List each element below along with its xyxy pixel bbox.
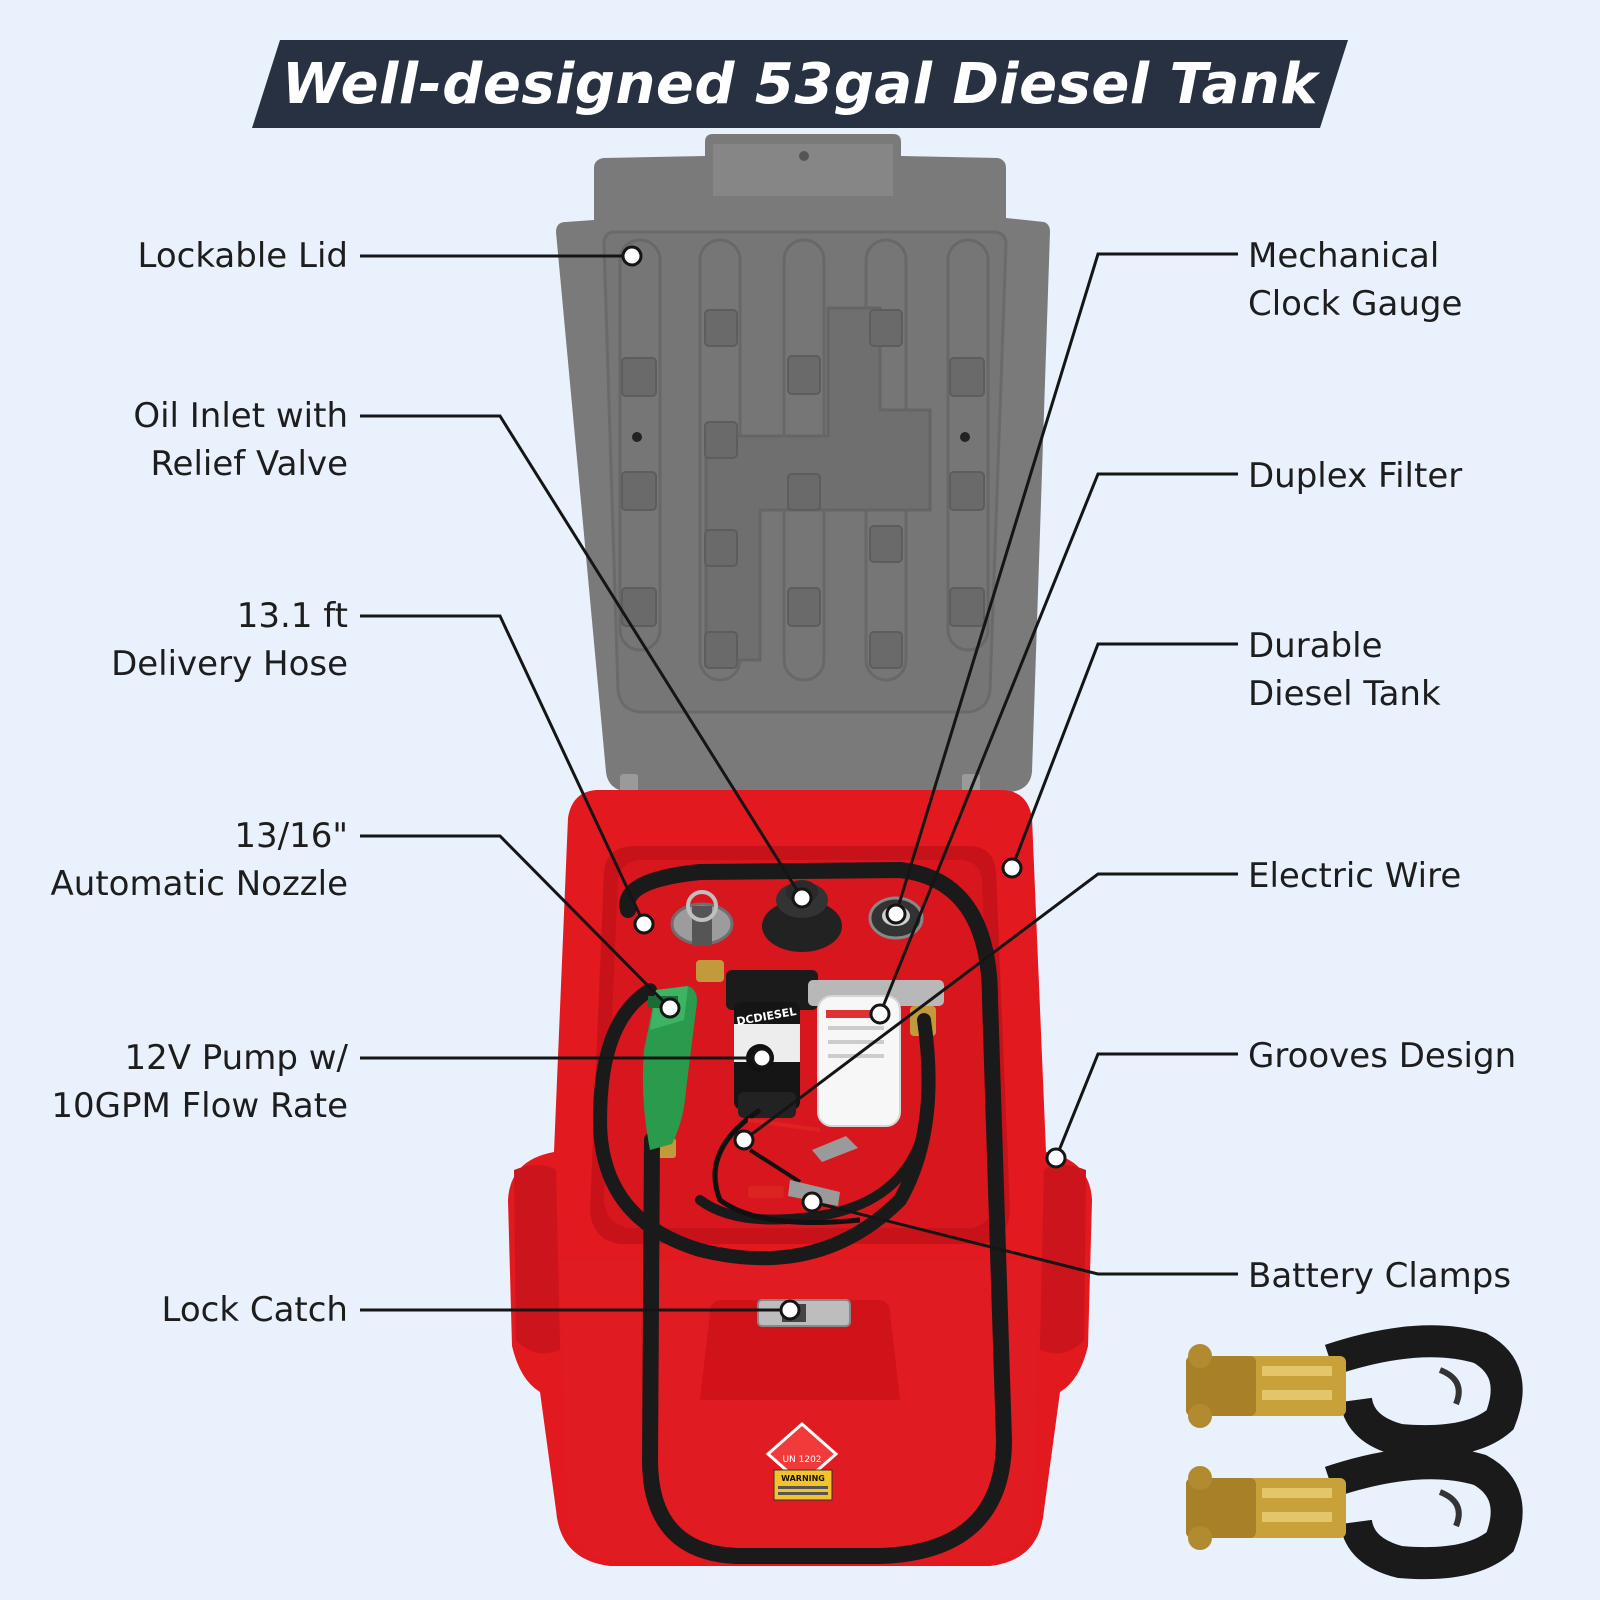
leader-battery-clamps — [811, 1200, 1238, 1276]
banner-background — [252, 40, 1348, 128]
ratchet-straps-graphic — [1186, 1325, 1523, 1580]
label-pump: 12V Pump w/ 10GPM Flow Rate — [51, 1038, 348, 1126]
label-grooves: Grooves Design — [1248, 1036, 1517, 1076]
label-durable-tank: Durable Diesel Tank — [1248, 626, 1441, 714]
lid-graphic — [556, 134, 1050, 820]
label-delivery-hose: 13.1 ft Delivery Hose — [111, 596, 348, 684]
warning-label: WARNING — [781, 1474, 825, 1483]
label-battery-clamps: Battery Clamps — [1248, 1256, 1512, 1296]
dot-pump — [751, 1047, 773, 1069]
dot-battery-clamps — [801, 1191, 823, 1213]
pump-graphic: DCDIESEL — [726, 970, 818, 1118]
leader-dots — [621, 245, 1067, 1321]
label-electric-wire: Electric Wire — [1248, 856, 1462, 896]
leader-nozzle — [360, 834, 672, 1010]
leader-delivery-hose — [360, 614, 646, 925]
label-oil-inlet: Oil Inlet with Relief Valve — [133, 396, 348, 484]
dot-oil-inlet — [791, 887, 813, 909]
title-banner: Well-designed 53gal Diesel Tank — [252, 40, 1348, 128]
warning-sticker: WARNING — [773, 1469, 833, 1501]
dot-nozzle — [659, 997, 681, 1019]
leader-duplex-filter — [878, 472, 1238, 1015]
dot-grooves — [1045, 1147, 1067, 1169]
page-title: Well-designed 53gal Diesel Tank — [281, 51, 1319, 117]
dot-clock-gauge — [885, 903, 907, 925]
hazard-label: UN 1202 — [782, 1455, 821, 1465]
wire-graphic — [712, 1107, 861, 1225]
label-duplex-filter: Duplex Filter — [1248, 456, 1463, 496]
label-clock-gauge: Mechanical Clock Gauge — [1248, 236, 1463, 324]
dot-lockable-lid — [621, 245, 643, 267]
dot-lock-catch — [779, 1299, 801, 1321]
label-lock-catch: Lock Catch — [161, 1290, 349, 1330]
leader-grooves — [1054, 1052, 1238, 1159]
leader-clock-gauge — [894, 252, 1238, 915]
leader-lines — [360, 252, 1238, 1312]
hose-graphic — [592, 861, 1013, 1564]
leader-oil-inlet — [360, 414, 804, 899]
dot-delivery-hose — [633, 913, 655, 935]
dot-electric-wire — [733, 1129, 755, 1151]
label-lockable-lid: Lockable Lid — [137, 236, 349, 276]
dot-durable-tank — [1001, 857, 1023, 879]
label-nozzle: 13/16" Automatic Nozzle — [50, 816, 348, 904]
filter-graphic — [808, 980, 944, 1127]
leader-electric-wire — [743, 872, 1238, 1142]
dot-duplex-filter — [869, 1003, 891, 1025]
leader-durable-tank — [1010, 642, 1238, 869]
